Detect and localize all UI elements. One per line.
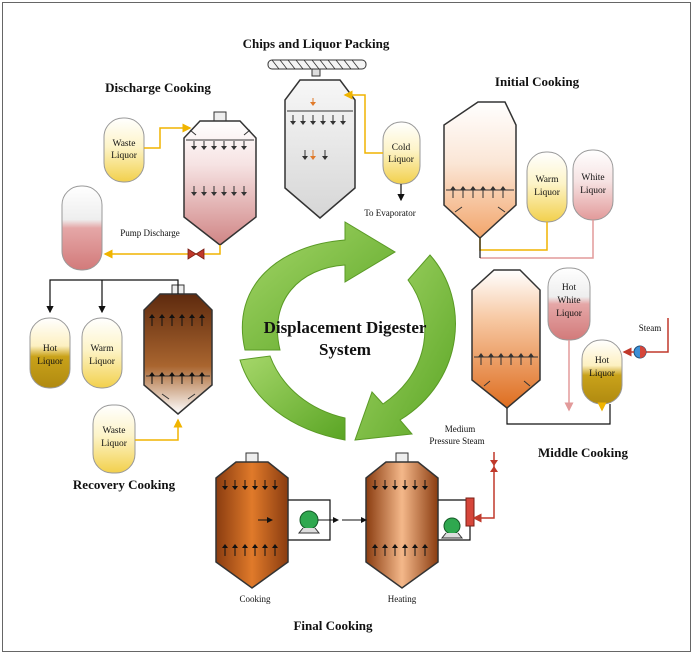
steam-heat-exchanger-icon (465, 452, 498, 527)
svg-text:Liquor: Liquor (111, 151, 138, 161)
initial-warm-liquor-tank: Warm Liquor (526, 151, 568, 223)
svg-text:Liquor: Liquor (589, 369, 616, 379)
cycle-arrow-right (354, 254, 456, 441)
recovery-hot-liquor-tank: Hot Liquor (29, 317, 71, 389)
svg-text:Liquor: Liquor (580, 186, 607, 196)
medium-pressure-steam-label-1: Medium (445, 424, 476, 434)
stage-title-discharge: Discharge Cooking (105, 80, 211, 95)
svg-text:Cold: Cold (392, 143, 411, 153)
stage-title-middle: Middle Cooking (538, 445, 628, 460)
stage-title-initial: Initial Cooking (495, 74, 580, 89)
svg-text:Liquor: Liquor (534, 188, 561, 198)
heating-label: Heating (388, 594, 417, 604)
center-title-line2: System (319, 340, 371, 359)
pipe-middle-return (506, 404, 611, 425)
svg-text:Waste: Waste (103, 426, 126, 436)
svg-text:Waste: Waste (113, 139, 136, 149)
discharge-digester (183, 111, 257, 246)
medium-pressure-steam-label-2: Pressure Steam (429, 436, 484, 446)
cold-liquor-tank: Cold Liquor (382, 121, 421, 185)
cycle-arrow-lower (239, 355, 346, 441)
svg-text:Liquor: Liquor (388, 155, 415, 165)
discharge-waste-liquor-tank: Waste Liquor (103, 117, 145, 183)
svg-text:Liquor: Liquor (89, 357, 116, 367)
steam-heater-icon (633, 345, 647, 359)
middle-hot-white-liquor-tank: Hot White Liquor (547, 267, 591, 341)
svg-text:Liquor: Liquor (556, 309, 583, 319)
stage-title-recovery: Recovery Cooking (73, 477, 176, 492)
pipe-white-to-initial (480, 220, 594, 259)
cycle-arrow-upper (241, 221, 396, 351)
svg-text:Liquor: Liquor (37, 357, 64, 367)
cooking-label: Cooking (239, 594, 271, 604)
pipe-waste-to-recovery (135, 418, 183, 441)
recovery-warm-liquor-tank: Warm Liquor (81, 317, 123, 389)
recovery-waste-liquor-tank: Waste Liquor (92, 404, 136, 474)
pump-discharge-label: Pump Discharge (120, 228, 180, 238)
pink-receiver-tank (61, 185, 103, 271)
initial-digester (443, 101, 517, 240)
svg-text:White: White (581, 173, 604, 183)
center-title-line1: Displacement Digester (264, 318, 427, 337)
recovery-digester (143, 284, 213, 415)
stage-title-final: Final Cooking (293, 618, 373, 633)
stage-title-chips-packing: Chips and Liquor Packing (243, 36, 390, 51)
pipe-waste-to-discharge (144, 123, 192, 149)
svg-text:White: White (557, 296, 580, 306)
screw-conveyor (267, 59, 367, 77)
pipe-pump-discharge (103, 245, 221, 259)
packing-digester (284, 79, 356, 219)
initial-white-liquor-tank: White Liquor (572, 149, 614, 221)
cycle-arrows (239, 221, 456, 441)
svg-text:Warm: Warm (91, 344, 115, 354)
middle-hot-liquor-tank: Hot Liquor (581, 339, 623, 405)
to-evaporator-label: To Evaporator (364, 208, 416, 218)
svg-text:Hot: Hot (43, 344, 58, 354)
final-heating-digester (342, 452, 439, 589)
discharge-valve-icon (187, 248, 205, 260)
svg-text:Warm: Warm (536, 175, 560, 185)
middle-digester (471, 269, 541, 409)
pipe-steam (646, 318, 669, 353)
svg-text:Liquor: Liquor (101, 439, 128, 449)
final-heating-pump-icon (438, 499, 471, 541)
final-cooking-pump-icon (288, 499, 339, 541)
svg-text:Hot: Hot (562, 283, 577, 293)
pipe-cold-to-packing (343, 90, 383, 154)
svg-text:Hot: Hot (595, 356, 610, 366)
steam-label: Steam (639, 323, 662, 333)
final-cooking-digester (215, 452, 289, 589)
